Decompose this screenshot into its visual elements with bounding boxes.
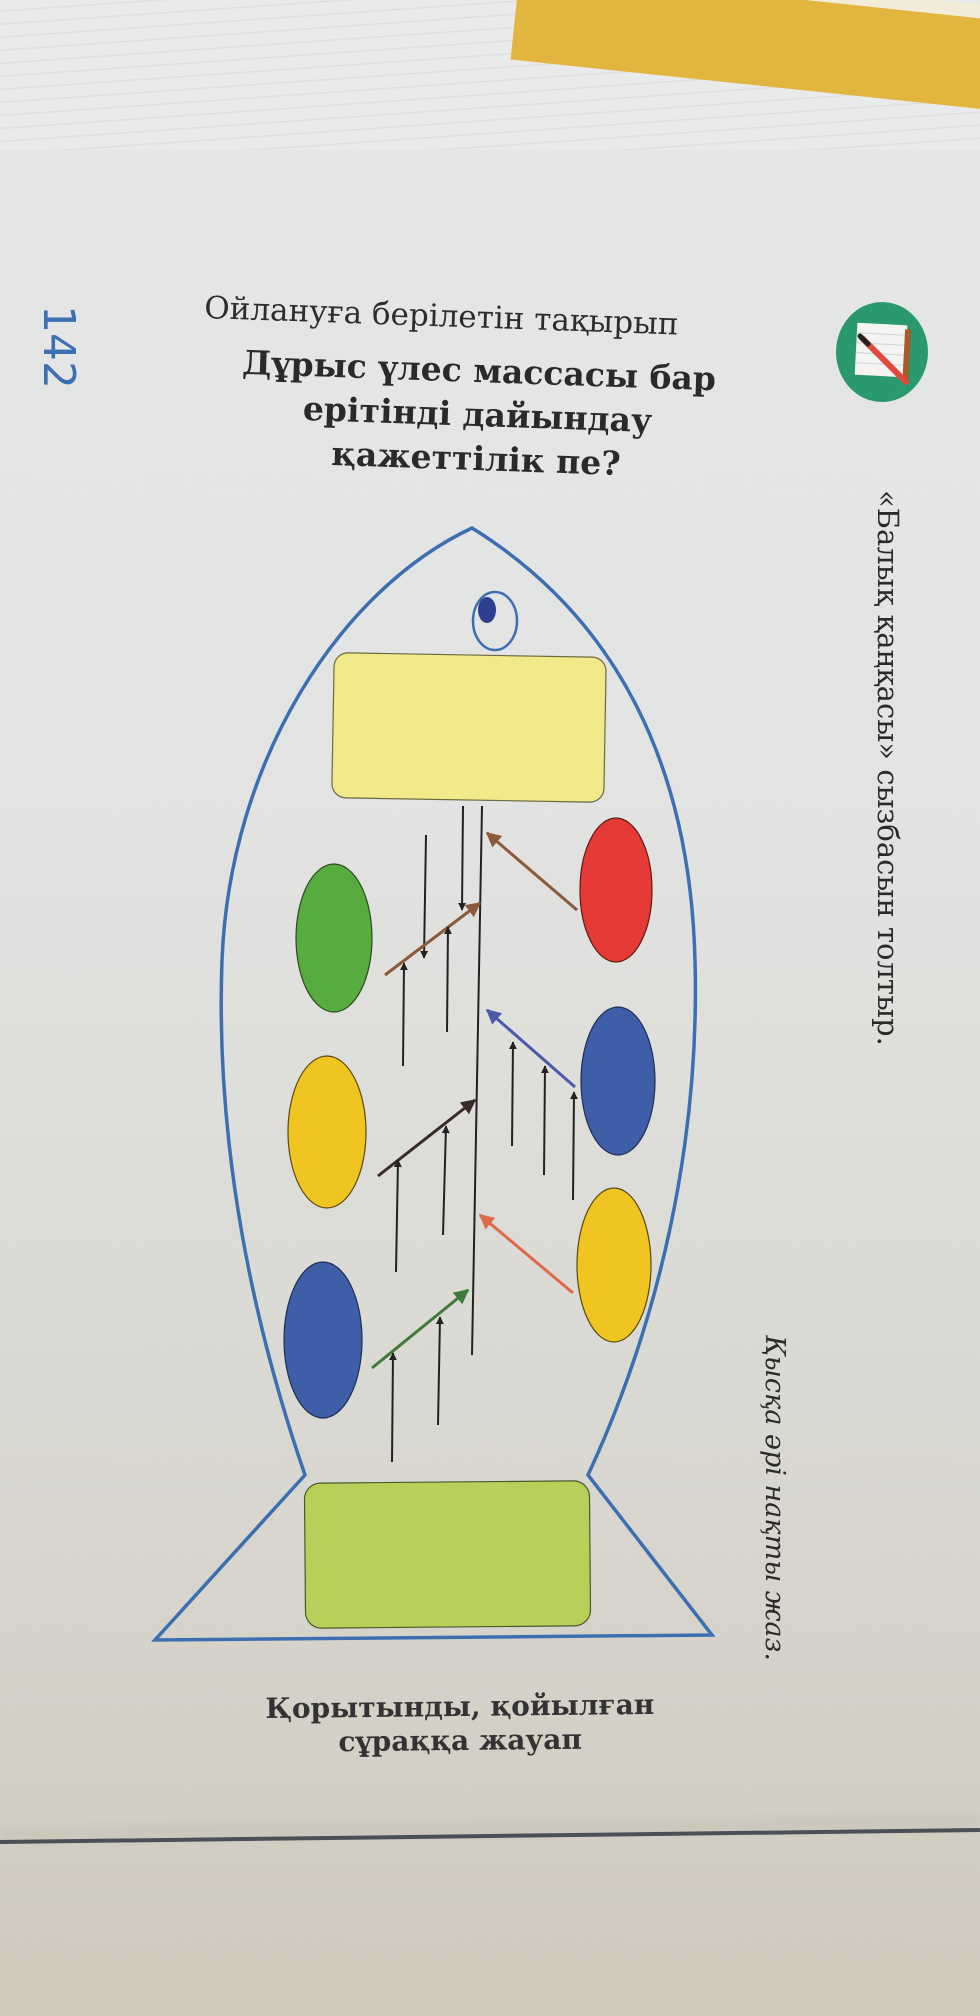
fish-spine [471,805,483,1356]
cause-ellipse-right-1 [579,817,653,963]
cause-ellipse-right-3 [576,1187,652,1343]
caption-line: сұраққа жауап [338,1722,583,1759]
tail-box [303,1480,592,1629]
notebook-pen-icon [836,302,928,402]
tail-caption: Қорытынды, қойылған сұраққа жауап [200,1687,721,1760]
cause-ellipse-left-1 [295,863,373,1013]
fish-eye [471,590,519,652]
fish-outline [151,526,716,1642]
cause-ellipse-right-2 [580,1006,656,1156]
caption-line: Қорытынды, қойылған [265,1687,655,1726]
cause-ellipse-left-2 [287,1055,367,1209]
head-box [331,652,607,803]
cause-ellipse-left-3 [283,1261,363,1419]
fish-pupil [478,597,496,623]
